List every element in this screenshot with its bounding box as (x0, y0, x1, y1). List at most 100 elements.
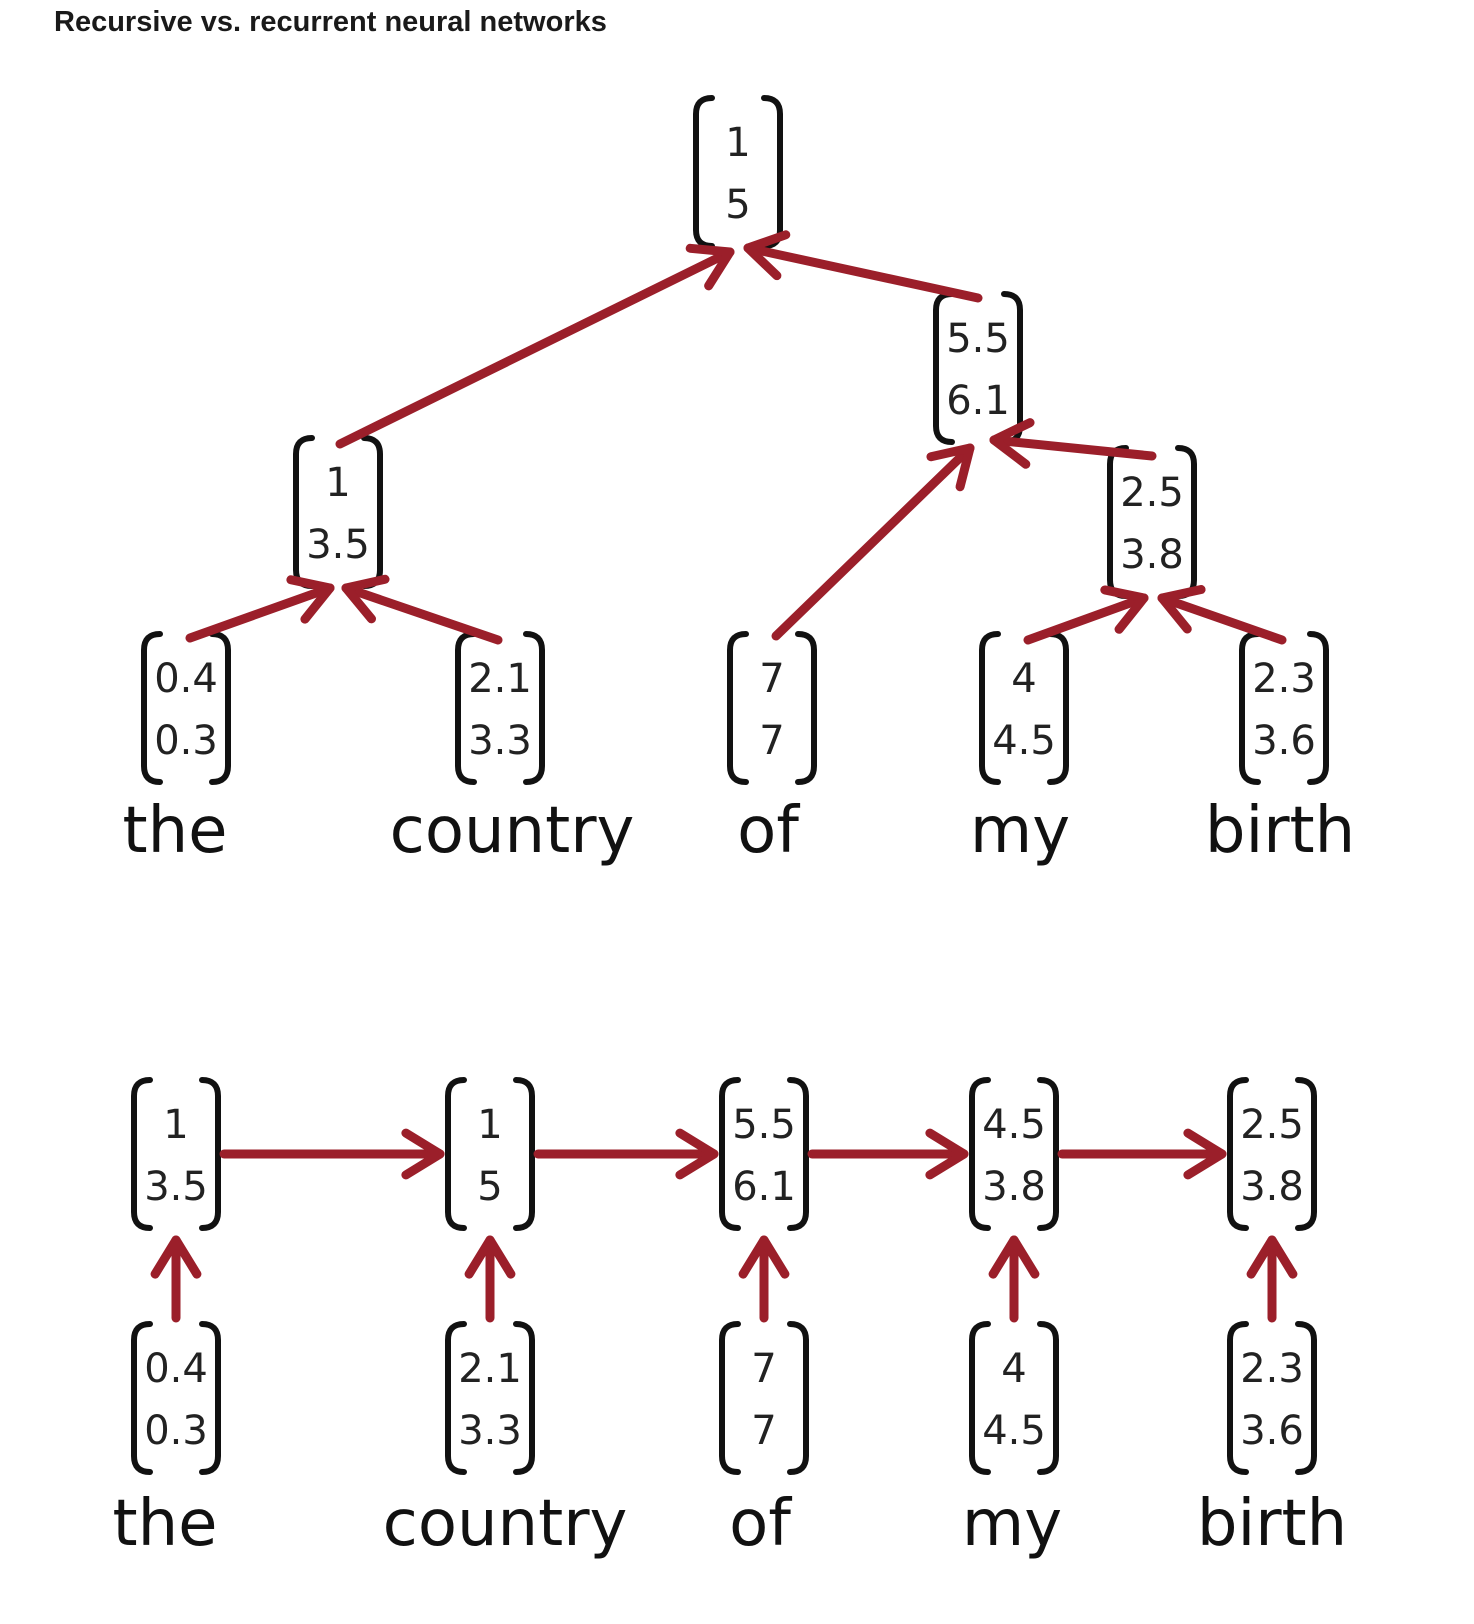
arrow-head-icon (675, 1128, 719, 1180)
tree-node-3: 15 (693, 95, 783, 249)
word-label: of (729, 1487, 792, 1561)
tree-node-1: 2.53.8 (1107, 445, 1197, 599)
page-title: Recursive vs. recurrent neural networks (54, 6, 607, 38)
vector-value-top: 7 (751, 1346, 776, 1392)
left-bracket (933, 291, 955, 445)
vector-value-bottom: 4.5 (982, 1408, 1046, 1454)
vector-value-bottom: 5 (477, 1164, 502, 1210)
hidden-state-1: 15 (445, 1077, 535, 1231)
right-bracket (787, 1321, 809, 1475)
vector-value-bottom: 3.6 (1240, 1408, 1304, 1454)
right-bracket (513, 1321, 535, 1475)
word-label: birth (1205, 794, 1355, 868)
vector-value-top: 2.1 (468, 656, 532, 702)
vector-value-bottom: 3.5 (306, 522, 370, 568)
right-bracket (1307, 631, 1329, 785)
left-bracket (131, 1321, 153, 1475)
arrow-hidden-3-to-4 (1057, 1128, 1227, 1180)
left-bracket (969, 1321, 991, 1475)
input-vector-of: 77 (719, 1321, 809, 1475)
vector-value-bottom: 3.8 (1120, 532, 1184, 578)
left-bracket (445, 1321, 467, 1475)
right-bracket (199, 1077, 221, 1231)
vector-value-top: 4 (1011, 656, 1036, 702)
arrow-head-icon (286, 575, 335, 624)
arrow-hidden-0-to-1 (219, 1128, 445, 1180)
word-label: country (383, 1487, 628, 1561)
vector-value-top: 1 (325, 460, 350, 506)
arrow-node-to-root (335, 243, 735, 449)
leaf-vector-the: 0.40.3 (141, 631, 231, 785)
vector-value-top: 5.5 (732, 1102, 796, 1148)
arrow-of-to-node (771, 443, 975, 641)
vector-value-top: 2.1 (458, 1346, 522, 1392)
word-label: the (112, 1487, 217, 1561)
vector-value-bottom: 3.8 (982, 1164, 1046, 1210)
arrow-input-2-to-hidden (738, 1235, 790, 1323)
tree-node-2: 5.56.1 (933, 291, 1023, 445)
arrow-node-to-root-right (743, 230, 983, 303)
arrow-head-icon (1100, 585, 1149, 634)
right-bracket (523, 631, 545, 785)
vector-value-bottom: 3.3 (468, 718, 532, 764)
right-bracket (1037, 1321, 1059, 1475)
vector-value-bottom: 0.3 (154, 718, 218, 764)
arrow-country-to-node (341, 574, 503, 645)
arrow-hidden-1-to-2 (533, 1128, 719, 1180)
right-bracket (787, 1077, 809, 1231)
tree-node-0: 13.5 (293, 435, 383, 589)
right-bracket (761, 95, 783, 249)
vector-value-bottom: 6.1 (946, 378, 1010, 424)
left-bracket (455, 631, 477, 785)
right-bracket (1295, 1077, 1317, 1231)
vector-value-bottom: 4.5 (992, 718, 1056, 764)
input-vector-country: 2.13.3 (445, 1321, 535, 1475)
vector-value-top: 4.5 (982, 1102, 1046, 1148)
leaf-vector-birth: 2.33.6 (1239, 631, 1329, 785)
vector-value-bottom: 0.3 (144, 1408, 208, 1454)
left-bracket (1227, 1077, 1249, 1231)
arrow-head-icon (150, 1235, 202, 1279)
arrow-head-icon (743, 230, 791, 281)
vector-value-bottom: 6.1 (732, 1164, 796, 1210)
input-vector-the: 0.40.3 (131, 1321, 221, 1475)
hidden-state-4: 2.53.8 (1227, 1077, 1317, 1231)
word-label: the (122, 794, 227, 868)
word-label: my (970, 794, 1070, 868)
arrow-input-1-to-hidden (464, 1235, 516, 1323)
vector-value-top: 7 (759, 656, 784, 702)
hidden-state-2: 5.56.1 (719, 1077, 809, 1231)
vector-value-bottom: 7 (759, 718, 784, 764)
input-vector-my: 44.5 (969, 1321, 1059, 1475)
arrow-head-icon (988, 1235, 1040, 1279)
arrow-head-icon (738, 1235, 790, 1279)
vector-value-top: 2.5 (1240, 1102, 1304, 1148)
word-label: country (390, 794, 635, 868)
left-bracket (1227, 1321, 1249, 1475)
arrow-head-icon (989, 418, 1035, 469)
vector-value-bottom: 3.8 (1240, 1164, 1304, 1210)
word-label: of (737, 794, 800, 868)
leaf-vector-country: 2.13.3 (455, 631, 545, 785)
left-bracket (131, 1077, 153, 1231)
vector-value-top: 2.3 (1252, 656, 1316, 702)
arrow-head-icon (1183, 1128, 1227, 1180)
vector-value-top: 5.5 (946, 316, 1010, 362)
arrow-head-icon (1246, 1235, 1298, 1279)
left-bracket (445, 1077, 467, 1231)
right-bracket (1037, 1077, 1059, 1231)
hidden-state-3: 4.53.8 (969, 1077, 1059, 1231)
arrow-head-icon (1157, 585, 1206, 634)
right-bracket (1295, 1321, 1317, 1475)
left-bracket (693, 95, 715, 249)
arrow-input-3-to-hidden (988, 1235, 1040, 1323)
arrow-input-0-to-hidden (150, 1235, 202, 1323)
arrow-birth-to-node (1157, 585, 1287, 645)
left-bracket (141, 631, 163, 785)
leaf-vector-of: 77 (727, 631, 817, 785)
word-label: my (962, 1487, 1062, 1561)
right-bracket (209, 631, 231, 785)
left-bracket (1239, 631, 1261, 785)
left-bracket (727, 631, 749, 785)
